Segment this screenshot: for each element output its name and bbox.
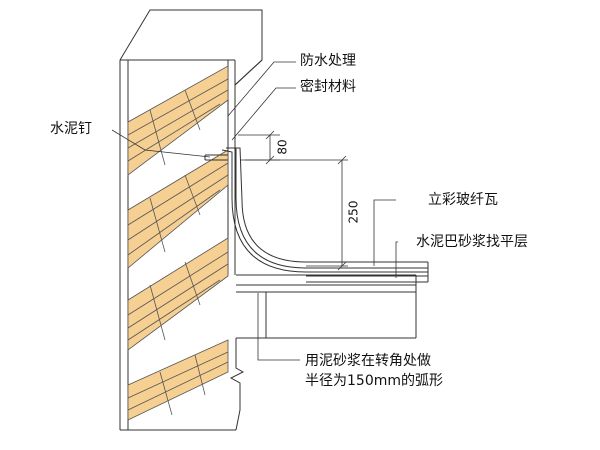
curve-mid [230,147,428,263]
label-sealant: 密封材料 [300,79,356,95]
label-note-line2: 半径为150mm的弧形 [305,373,443,389]
leader-sealant [231,87,296,141]
leader-fiberglass-tile [373,199,396,266]
brick-bands [127,65,229,421]
wall-top-box [119,9,263,86]
dimension-upper: 80 [275,139,290,155]
label-cement-nail: 水泥钉 [50,121,92,137]
roof-layers [221,147,429,283]
leaders [111,61,398,361]
label-waterproofing: 防水处理 [300,53,356,69]
dimension-lines [238,130,348,271]
curve-outer [226,147,428,269]
leader-cement-nail [111,129,211,158]
label-fiberglass-tile: 立彩玻纤瓦 [428,192,498,208]
brick-band [127,149,229,269]
brick-band [127,237,229,351]
break-mark [229,338,245,431]
brick-band [127,339,229,421]
label-note-line1: 用泥砂浆在转角处做 [305,353,431,369]
label-leveling-layer: 水泥巴砂浆找平层 [416,234,528,250]
cement-nail [204,154,228,161]
dimension-lower: 250 [346,200,361,224]
curve-inner [221,149,428,273]
leader-waterproofing [227,61,296,117]
leader-leveling [395,241,398,278]
slab [236,274,417,339]
leader-note [257,293,300,361]
